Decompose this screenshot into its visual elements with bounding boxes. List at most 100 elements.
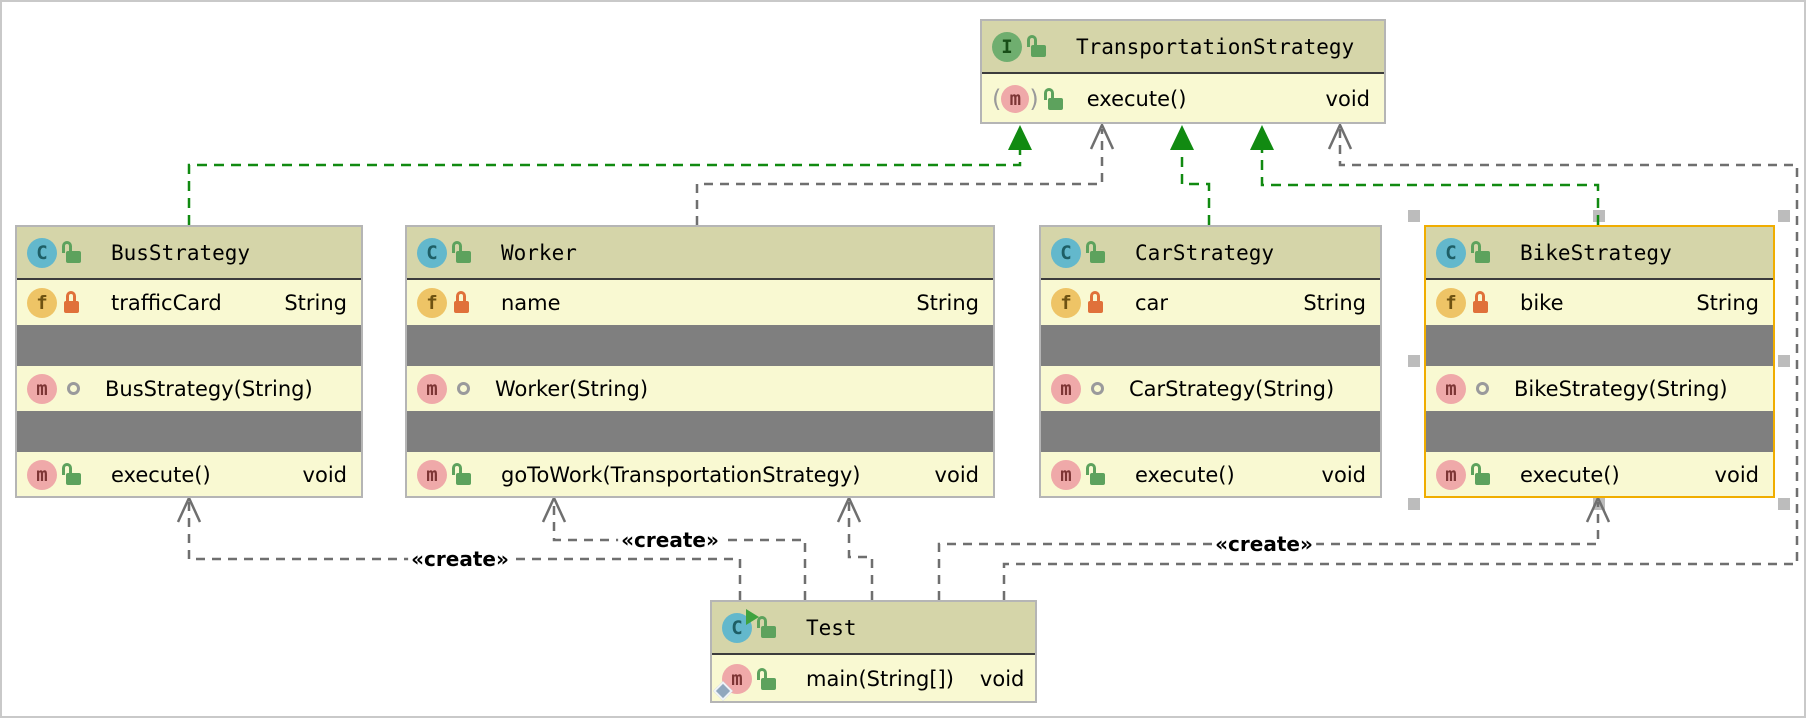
section-separator [407,411,993,452]
class-icon: C [27,237,57,268]
class-box-carstrategy[interactable]: C CarStrategy f car String m CarStrategy… [1039,225,1382,498]
method-row[interactable]: ( m ) execute() void [982,74,1384,124]
method-return-type: void [934,462,979,487]
constructor-name: Worker(String) [495,376,649,401]
section-separator [1041,325,1380,366]
class-icon: C [417,237,447,268]
class-header[interactable]: C BusStrategy [17,227,361,280]
constructor-row[interactable]: m Worker(String) [407,366,993,411]
field-icon: f [1436,287,1466,318]
edge-dependency-test-ts[interactable] [1002,121,1799,600]
edge-dependency-test-worker-create[interactable] [541,494,807,600]
selection-handle[interactable] [1408,210,1420,222]
class-box-worker[interactable]: C Worker f name String m Worker(String) … [405,225,995,498]
method-name: main(String[]) [806,667,954,691]
field-icon: f [1051,287,1081,318]
run-icon [746,608,759,625]
field-name: bike [1520,290,1564,315]
method-row[interactable]: m execute() void [1041,452,1380,497]
class-name: Test [806,615,857,640]
method-return-type: void [979,667,1025,691]
edge-label-create: «create» [618,528,722,552]
edge-dependency-worker-ts[interactable] [695,121,1115,225]
private-lock-icon [452,291,475,314]
method-return-type: void [1325,87,1370,111]
constructor-name: BikeStrategy(String) [1514,376,1728,401]
method-name: execute() [1135,462,1235,487]
realization-arrowhead [1170,125,1194,150]
method-return-type: void [1714,462,1759,487]
class-box-busstrategy[interactable]: C BusStrategy f trafficCard String m Bus… [15,225,363,498]
constructor-row[interactable]: m BikeStrategy(String) [1426,366,1773,411]
selection-handle[interactable] [1778,498,1790,510]
class-header[interactable]: C Test [712,602,1035,655]
method-name: execute() [1086,87,1187,111]
edge-realization-busstrategy[interactable] [187,125,1032,225]
package-private-icon [457,382,470,395]
method-row[interactable]: m execute() void [1426,452,1773,497]
public-lock-icon [452,241,475,264]
class-header[interactable]: C BikeStrategy [1426,227,1773,280]
method-row[interactable]: m execute() void [17,452,361,497]
class-box-test[interactable]: C Test m main(String[]) void [710,600,1037,703]
edge-label-create: «create» [408,547,512,571]
package-private-icon [1091,382,1104,395]
section-separator [407,325,993,366]
method-return-type: void [302,462,347,487]
public-lock-icon [1043,87,1067,111]
edge-dependency-test-worker[interactable] [836,494,874,600]
main-method-icon: m [713,664,752,701]
edge-dependency-test-busstrategy[interactable] [176,494,742,600]
field-row[interactable]: f bike String [1426,280,1773,325]
public-lock-icon [62,241,85,264]
runnable-class-icon: C [722,608,759,643]
dependency-arrowhead [1327,121,1353,150]
constructor-row[interactable]: m CarStrategy(String) [1041,366,1380,411]
method-row[interactable]: m goToWork(TransportationStrategy) void [407,452,993,497]
private-lock-icon [62,291,85,314]
field-row[interactable]: f car String [1041,280,1380,325]
private-lock-icon [1086,291,1109,314]
public-lock-icon [1471,463,1494,486]
section-separator [1041,411,1380,452]
interface-box-transportationstrategy[interactable]: I TransportationStrategy ( m ) execute()… [980,19,1386,124]
edge-realization-carstrategy[interactable] [1170,125,1211,225]
private-lock-icon [1471,291,1494,314]
class-box-bikestrategy[interactable]: C BikeStrategy f bike String m BikeStrat… [1424,225,1775,498]
class-header[interactable]: C CarStrategy [1041,227,1380,280]
method-icon: m [1051,459,1081,490]
field-row[interactable]: f trafficCard String [17,280,361,325]
field-icon: f [417,287,447,318]
class-header[interactable]: C Worker [407,227,993,280]
selection-handle[interactable] [1778,210,1790,222]
realization-arrowhead [1250,125,1274,150]
selection-handle[interactable] [1408,355,1420,367]
dependency-arrowhead [836,494,862,523]
method-row[interactable]: m main(String[]) void [712,655,1035,703]
entrypoint-diamond-icon [713,681,733,701]
method-icon: m [417,459,447,490]
edge-realization-bikestrategy[interactable] [1250,125,1600,225]
package-private-icon [67,382,80,395]
interface-method-paren: ( [992,85,1002,113]
section-separator [1426,411,1773,452]
field-icon: f [27,287,57,318]
class-icon: C [1051,237,1081,268]
field-row[interactable]: f name String [407,280,993,325]
class-name: Worker [501,240,577,265]
section-separator [1426,325,1773,366]
interface-header[interactable]: I TransportationStrategy [982,21,1384,74]
constructor-row[interactable]: m BusStrategy(String) [17,366,361,411]
constructor-name: CarStrategy(String) [1129,376,1335,401]
class-name: BusStrategy [111,240,251,265]
selection-handle[interactable] [1408,498,1420,510]
method-return-type: void [1321,462,1366,487]
interface-name: TransportationStrategy [1076,34,1355,59]
selection-handle[interactable] [1778,355,1790,367]
public-lock-icon [1027,35,1050,58]
public-lock-icon [1086,241,1109,264]
dependency-arrowhead [176,494,202,523]
method-icon: m [417,373,447,404]
method-icon: m [1051,373,1081,404]
